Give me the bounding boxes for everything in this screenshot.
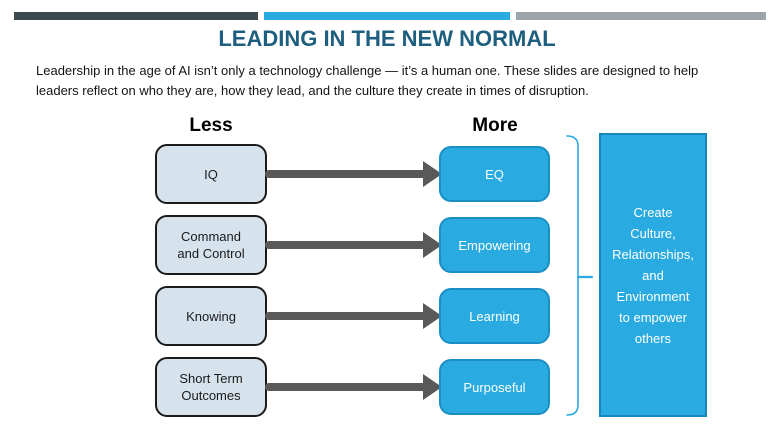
more-box-purposeful: Purposeful <box>439 359 550 415</box>
diagram-row: Command and Control Empowering <box>155 215 555 275</box>
less-box-iq: IQ <box>155 144 267 204</box>
more-box-eq: EQ <box>439 146 550 202</box>
arrow-right-icon <box>265 170 425 178</box>
more-box-learning: Learning <box>439 288 550 344</box>
diagram-row: Short Term Outcomes Purposeful <box>155 357 555 417</box>
less-box-knowing: Knowing <box>155 286 267 346</box>
diagram-row: IQ EQ <box>155 144 555 204</box>
page-title: LEADING IN THE NEW NORMAL <box>218 26 556 51</box>
arrow-right-head-icon <box>423 161 442 187</box>
summary-box: Create Culture, Relationships, and Envir… <box>599 133 707 417</box>
column-header-less: Less <box>189 115 233 136</box>
arrow-right-icon <box>265 383 425 391</box>
slide-subtitle: Leadership in the age of AI isn’t only a… <box>36 63 699 98</box>
top-bar-gray <box>516 12 766 20</box>
arrow-right-icon <box>265 241 425 249</box>
arrow-right-head-icon <box>423 303 442 329</box>
top-bar-dark <box>14 12 258 20</box>
right-brace-icon <box>566 135 594 416</box>
less-box-short-term-outcomes: Short Term Outcomes <box>155 357 267 417</box>
arrow-right-head-icon <box>423 232 442 258</box>
column-header-more: More <box>472 115 518 136</box>
less-box-command-and-control: Command and Control <box>155 215 267 275</box>
more-box-empowering: Empowering <box>439 217 550 273</box>
arrow-right-icon <box>265 312 425 320</box>
diagram-row: Knowing Learning <box>155 286 555 346</box>
top-bar-blue <box>264 12 510 20</box>
arrow-right-head-icon <box>423 374 442 400</box>
